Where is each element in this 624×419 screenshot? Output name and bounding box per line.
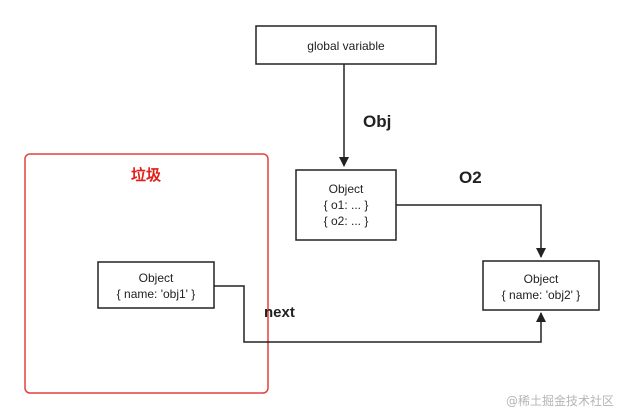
edge-obj1-to-obj2 bbox=[214, 285, 546, 343]
edge-label-obj: Obj bbox=[363, 112, 391, 131]
node-object-root-line2: { o2: ... } bbox=[324, 214, 369, 228]
edge-obj-to-obj2 bbox=[396, 204, 546, 258]
node-object-root: Object { o1: ... } { o2: ... } bbox=[295, 169, 397, 241]
node-object-obj2-line1: { name: 'obj2' } bbox=[502, 288, 581, 302]
node-object-obj2: Object { name: 'obj2' } bbox=[482, 260, 600, 311]
edge-label-next: next bbox=[264, 304, 295, 321]
garbage-region-title: 垃圾 bbox=[131, 166, 162, 184]
node-global-variable: global variable bbox=[255, 25, 437, 65]
node-object-root-line1: { o1: ... } bbox=[324, 198, 369, 212]
node-global-variable-label: global variable bbox=[307, 39, 385, 53]
node-object-root-title: Object bbox=[329, 182, 364, 196]
node-object-obj1: Object { name: 'obj1' } bbox=[97, 261, 215, 309]
node-object-obj1-title: Object bbox=[139, 271, 174, 285]
node-object-obj1-line1: { name: 'obj1' } bbox=[117, 287, 196, 301]
node-object-obj2-title: Object bbox=[524, 272, 559, 286]
garbage-region bbox=[24, 153, 269, 394]
watermark: @稀土掘金技术社区 bbox=[505, 394, 614, 408]
edge-label-o2: O2 bbox=[459, 168, 482, 187]
